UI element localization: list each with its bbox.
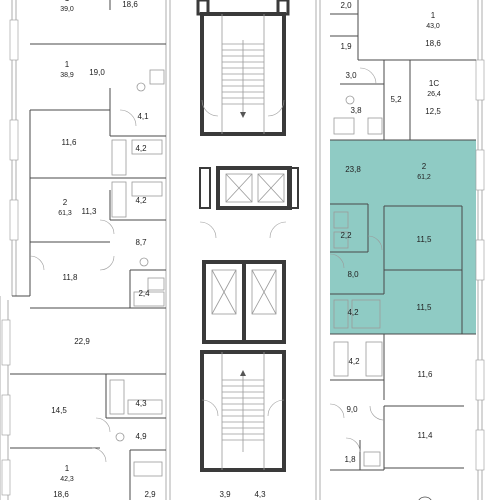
unit-number: 1С: [429, 79, 439, 88]
room-area: 22,9: [74, 337, 90, 346]
room-area: 11,4: [418, 431, 434, 440]
room-area: 2,0: [340, 1, 352, 10]
unit-labels: 1 39,0 1 38,9 2 61,3 1 42,3 1 43,0 1С 26…: [58, 0, 441, 483]
unit-number: 1: [431, 11, 436, 20]
room-area: 2,9: [144, 490, 156, 499]
room-area: 8,0: [347, 270, 359, 279]
unit-number: 1: [65, 60, 70, 69]
selected-apartment-area: [330, 140, 476, 334]
room-area: 18,6: [122, 0, 138, 9]
room-area: 4,2: [135, 196, 147, 205]
unit-area: 39,0: [60, 6, 74, 13]
central-core: [196, 0, 299, 472]
room-area: 8,7: [135, 238, 147, 247]
room-area: 11,8: [63, 273, 79, 282]
room-area: 11,5: [417, 303, 433, 312]
room-area: 14,5: [51, 406, 67, 415]
room-area: 1,8: [344, 455, 356, 464]
room-area: 18,6: [53, 490, 69, 499]
unit-number[interactable]: 2: [422, 162, 427, 171]
left-section-walls: [0, 0, 171, 500]
room-area: 18,6: [425, 39, 441, 48]
room-area: 12,5: [425, 107, 441, 116]
unit-area[interactable]: 61,2: [417, 174, 431, 181]
room-area: 4,3: [135, 399, 147, 408]
room-area: 2,2: [340, 231, 352, 240]
unit-area: 61,3: [58, 210, 72, 217]
right-doors: [329, 67, 385, 453]
unit-area: 26,4: [427, 91, 441, 98]
room-area: 3,9: [219, 490, 231, 499]
room-area: 11,6: [418, 370, 434, 379]
room-area: 23,8: [345, 165, 361, 174]
unit-area: 42,3: [60, 476, 74, 483]
room-area: 4,9: [135, 432, 147, 441]
unit-number: 1: [65, 464, 70, 473]
room-area: 1,9: [340, 42, 352, 51]
unit-badge-partial: [418, 496, 432, 500]
room-area: 3,8: [350, 106, 362, 115]
room-area: 11,5: [417, 235, 433, 244]
left-fixtures: [109, 69, 165, 477]
room-area: 5,2: [390, 95, 402, 104]
room-area: 11,6: [62, 138, 78, 147]
room-area: 2,4: [138, 289, 150, 298]
unit-area: 43,0: [426, 23, 440, 30]
right-partitions: [330, 0, 476, 471]
room-area: 11,3: [82, 207, 98, 216]
unit-number: 1: [65, 0, 70, 3]
room-area: 4,1: [137, 112, 149, 121]
room-area: 4,2: [347, 308, 359, 317]
room-area-labels: 18,6 19,0 4,1 11,6 4,2 11,3 4,2 8,7 11,8…: [51, 0, 441, 499]
room-area: 4,3: [254, 490, 266, 499]
room-area: 19,0: [89, 68, 105, 77]
room-area: 3,0: [345, 71, 357, 80]
room-area: 4,2: [135, 144, 147, 153]
left-doors: [29, 109, 137, 463]
unit-number: 2: [63, 198, 68, 207]
unit-area: 38,9: [60, 72, 74, 79]
left-partitions: [10, 0, 166, 500]
room-area: 9,0: [346, 405, 358, 414]
right-section-walls: [315, 0, 485, 500]
right-fixtures: [333, 95, 383, 467]
room-area: 4,2: [348, 357, 360, 366]
